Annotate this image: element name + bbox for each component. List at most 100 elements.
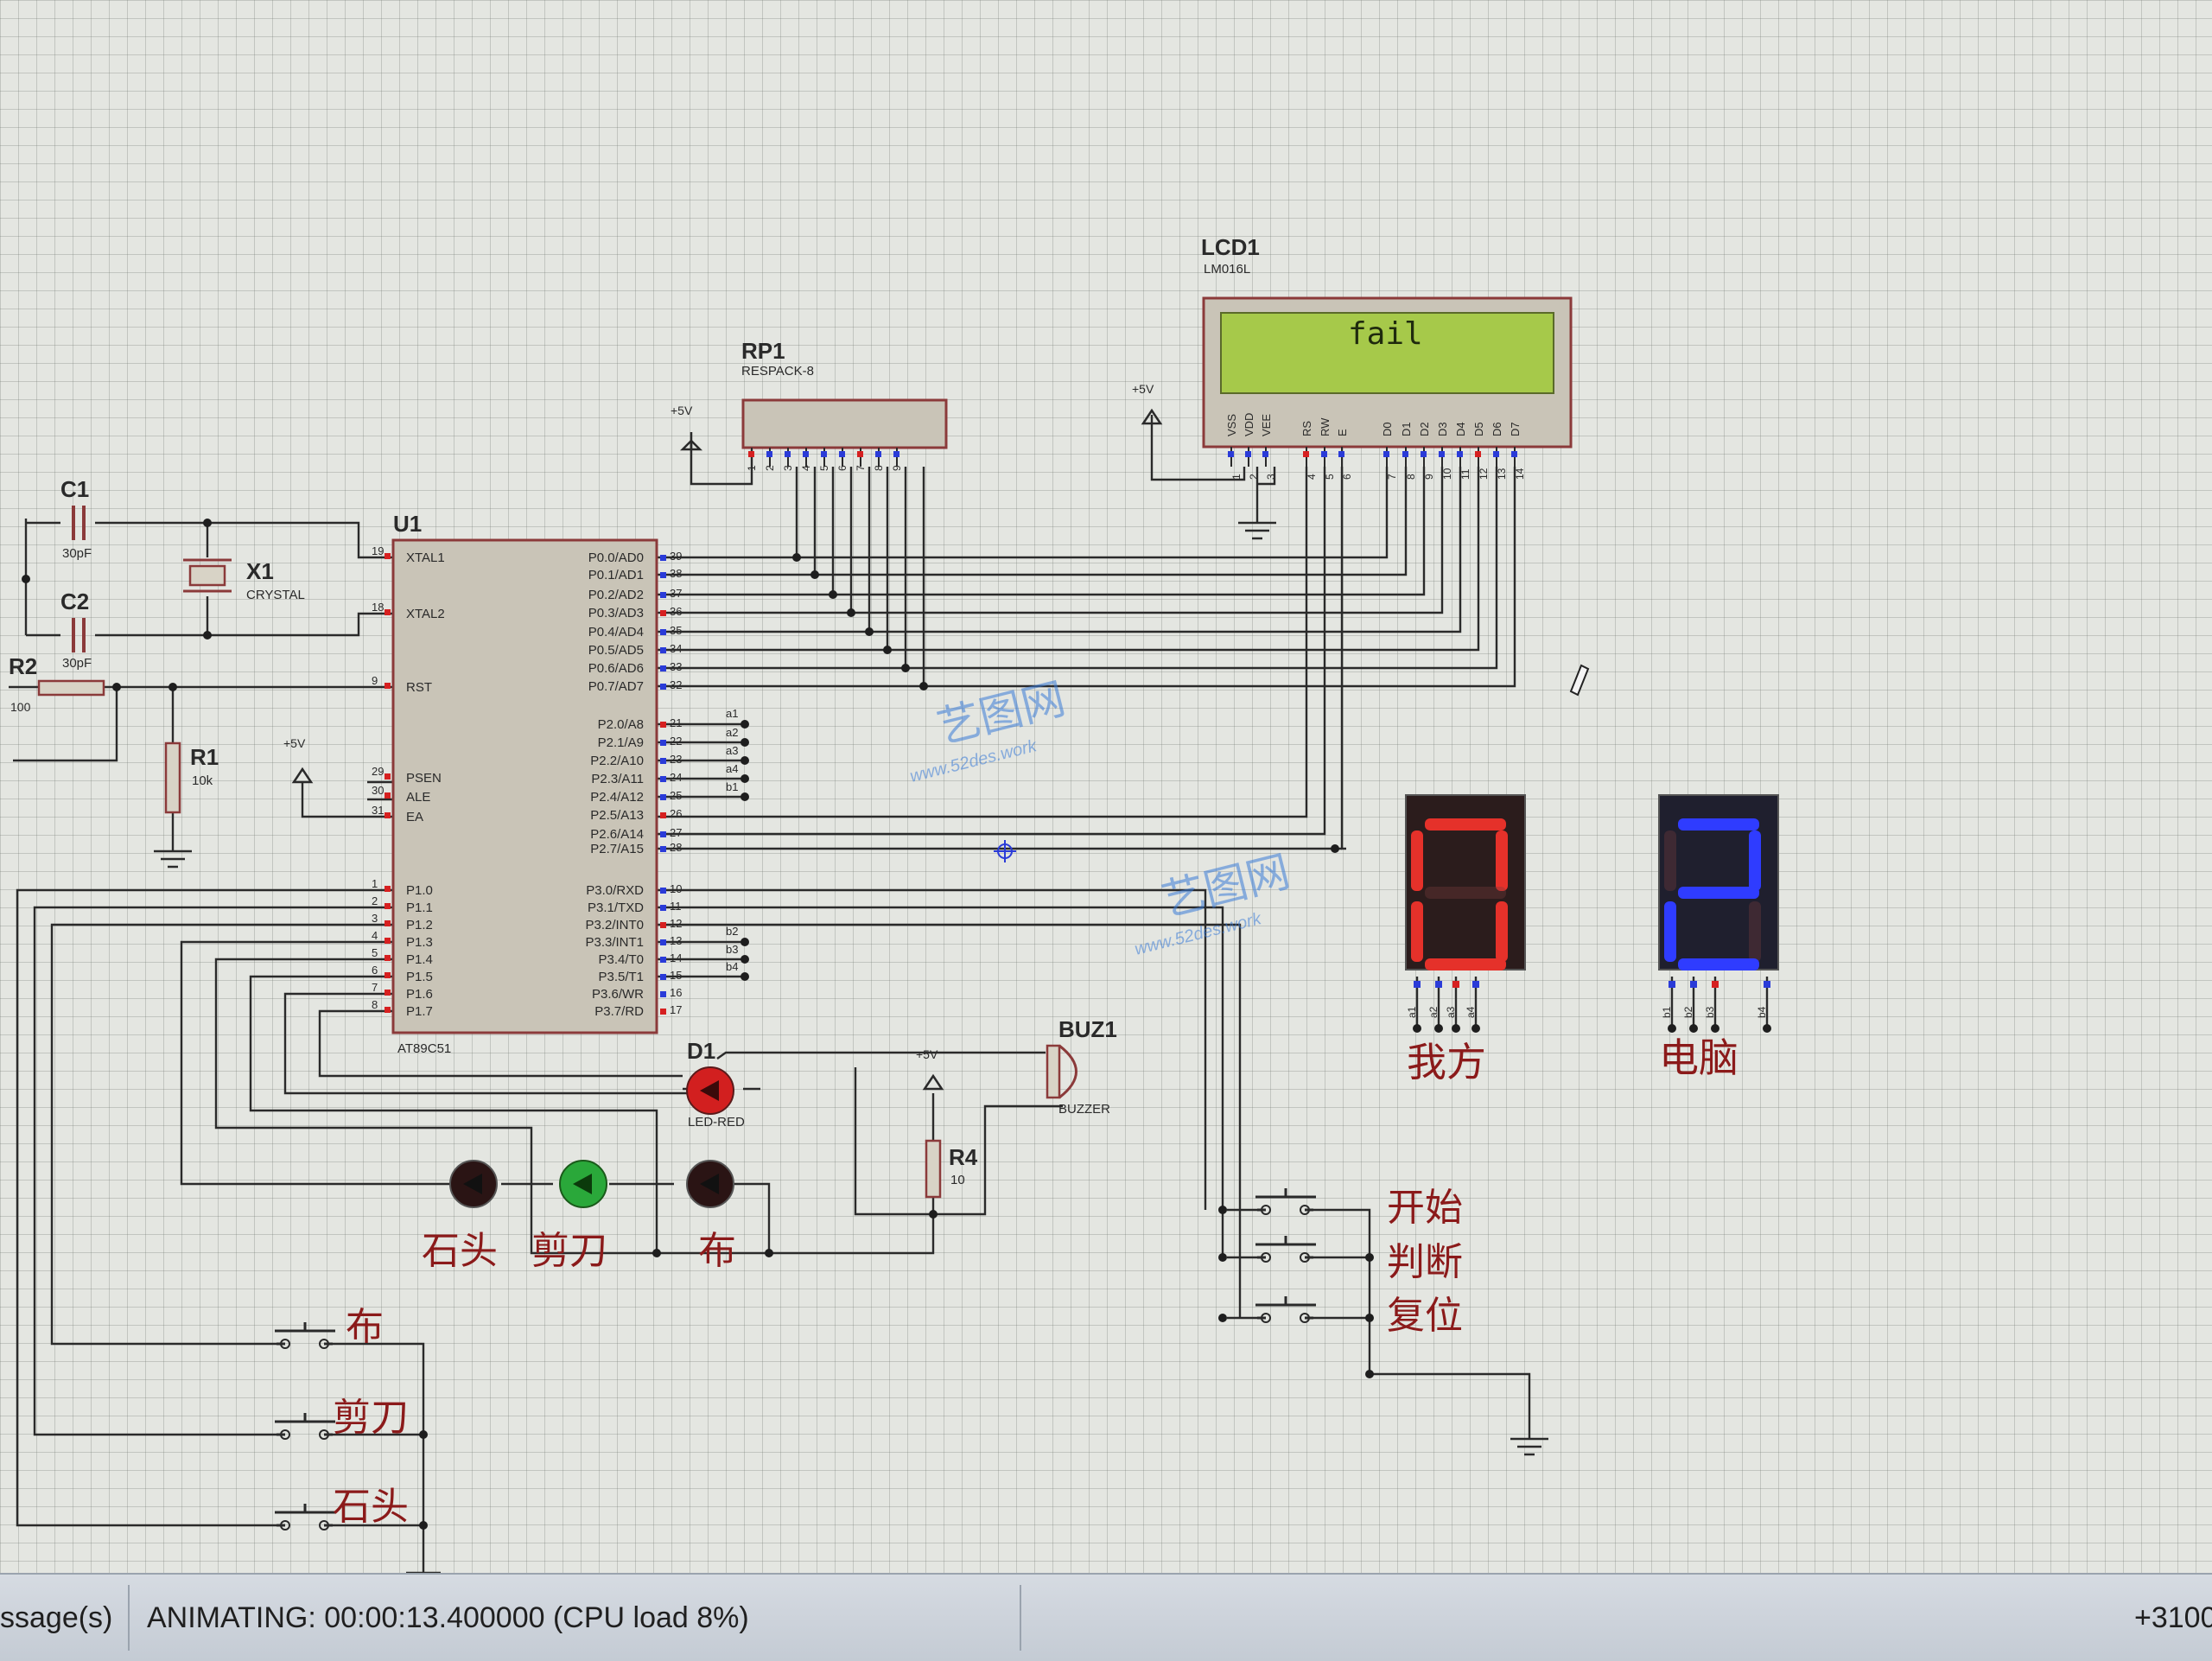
button-start[interactable]: 开始	[1255, 1186, 1463, 1230]
pin-state-marker	[385, 683, 391, 689]
led-scissors[interactable]	[559, 1160, 607, 1208]
led-rock[interactable]	[449, 1160, 498, 1208]
crystal-x1[interactable]: X1 CRYSTAL	[183, 558, 305, 602]
button-reset[interactable]: 复位	[1255, 1294, 1463, 1338]
mcu-pin-name: P2.1/A9	[598, 735, 644, 750]
seven-seg-pin-label: a3	[1445, 1006, 1457, 1018]
pin-state-marker	[1338, 451, 1344, 457]
svg-text:a1: a1	[726, 707, 738, 720]
capacitor-c1[interactable]: C1 30pF	[60, 476, 92, 561]
seven-seg-player-label: 我方	[1407, 1039, 1486, 1085]
segment-f	[1411, 830, 1423, 891]
rp1-pin-number: 7	[855, 465, 867, 471]
lcd-pin-label: VSS	[1225, 414, 1238, 436]
resistor-r1[interactable]: R1 10k	[164, 741, 219, 814]
pin-state-marker	[385, 773, 391, 780]
r4-value: 10	[950, 1173, 965, 1187]
watermark-brand-2: 艺图网	[1157, 846, 1295, 926]
c2-value: 30pF	[62, 656, 92, 671]
mcu-pin-number: 22	[670, 735, 682, 748]
mcu-pin-number: 15	[670, 969, 682, 982]
mcu-pin-name: P3.5/T1	[598, 970, 644, 984]
pin-state-marker	[660, 991, 666, 997]
segment-b	[1749, 830, 1761, 891]
lcd1-part: LM016L	[1204, 262, 1250, 277]
lcd-pin-label: D3	[1436, 422, 1449, 436]
pin-state-marker	[1764, 981, 1770, 988]
led-paper[interactable]	[686, 1160, 734, 1208]
lcd-pins: VSS1VDD2VEE3RS4RW5E6D07D18D29D310D411D51…	[1225, 413, 1526, 480]
ground-symbols	[154, 521, 1548, 1573]
seven-seg-pin-label: b3	[1704, 1006, 1716, 1018]
led-label-scissors: 剪刀	[531, 1229, 607, 1273]
lcd-pin-number: 6	[1341, 474, 1353, 480]
lcd-pin-number: 9	[1423, 474, 1435, 480]
pin-state-marker	[385, 920, 391, 926]
mcu-pin-number: 10	[670, 882, 682, 895]
mcu-pin-name: P0.0/AD0	[588, 550, 644, 565]
lcd-pin-number: 8	[1405, 474, 1417, 480]
mcu-pin-number: 26	[670, 807, 682, 820]
pin-state-marker	[385, 938, 391, 944]
pin-state-marker	[803, 451, 809, 457]
schematic-drawing[interactable]: C1 30pF C2 30pF X1 CRYSTAL R2 100 R1 10k	[0, 0, 2212, 1573]
lcd-pin-label: D5	[1472, 422, 1485, 436]
seven-seg-pin-label: b2	[1682, 1006, 1694, 1018]
pin-state-marker	[660, 888, 666, 894]
svg-text:b2: b2	[726, 925, 738, 938]
svg-text:a2: a2	[726, 726, 738, 739]
mcu-pin-name: P0.7/AD7	[588, 679, 644, 694]
buz1-ref: BUZ1	[1058, 1016, 1117, 1042]
mcu-pin-name: P1.6	[406, 987, 433, 1002]
segment-d	[1425, 958, 1506, 971]
mcu-pin-number: 18	[372, 601, 384, 614]
svg-text:a3: a3	[726, 744, 738, 757]
button-reset-label: 复位	[1387, 1294, 1463, 1338]
pin-state-marker	[1690, 981, 1697, 988]
pin-state-marker	[1421, 451, 1427, 457]
seven-seg-computer-label: 电脑	[1659, 1034, 1738, 1081]
lcd-pin-number: 7	[1386, 474, 1398, 480]
button-left-rock[interactable]: 石头	[275, 1485, 409, 1531]
mcu-pin-name: P3.7/RD	[594, 1004, 644, 1019]
capacitor-c2[interactable]: C2 30pF	[60, 589, 92, 671]
led-d1[interactable]: D1 LED-RED	[686, 1038, 745, 1130]
seven-seg-computer-segments	[1664, 818, 1761, 971]
mcu-pin-name: P1.5	[406, 970, 433, 984]
x1-value: CRYSTAL	[246, 588, 305, 602]
wires	[9, 415, 1769, 1573]
svg-text:b1: b1	[726, 780, 738, 793]
button-judge[interactable]: 判断	[1255, 1236, 1463, 1284]
segment-a	[1678, 818, 1759, 830]
segment-d	[1678, 958, 1759, 971]
resistor-r2[interactable]: R2 100	[9, 653, 105, 714]
bus-labels-a: a1 a2 a3 a4	[726, 707, 738, 775]
pin-state-marker	[839, 451, 845, 457]
pin-state-marker	[1475, 451, 1481, 457]
pin-state-marker	[893, 451, 899, 457]
mcu-pin-name: P3.6/WR	[592, 987, 644, 1002]
led-label-paper: 布	[698, 1229, 736, 1273]
schematic-canvas[interactable]: C1 30pF C2 30pF X1 CRYSTAL R2 100 R1 10k	[0, 0, 2212, 1573]
lcd-lcd1[interactable]: fail LCD1 LM016L VSS1VDD2VEE3RS4RW5E6D07…	[1201, 234, 1573, 480]
pin-state-marker	[1712, 981, 1719, 988]
segment-g	[1425, 887, 1506, 899]
resistor-r4[interactable]: R4 10	[925, 1139, 978, 1199]
button-left-paper[interactable]: 布	[275, 1305, 384, 1349]
mcu-pin-number: 1	[372, 877, 378, 890]
rp1-pin-number: 8	[873, 465, 885, 471]
messages-tab[interactable]: ssage(s)	[0, 1601, 113, 1634]
mcu-pin-name: P2.7/A15	[590, 842, 644, 856]
mcu-pin-number: 13	[670, 934, 682, 947]
pin-state-marker	[660, 629, 666, 635]
buzzer-buz1[interactable]: BUZ1 BUZZER	[1046, 1016, 1117, 1117]
lcd-pin-label: RS	[1300, 421, 1313, 436]
button-left-scissors[interactable]: 剪刀	[275, 1396, 409, 1440]
button-start-label: 开始	[1387, 1186, 1463, 1230]
pin-state-marker	[1262, 451, 1268, 457]
